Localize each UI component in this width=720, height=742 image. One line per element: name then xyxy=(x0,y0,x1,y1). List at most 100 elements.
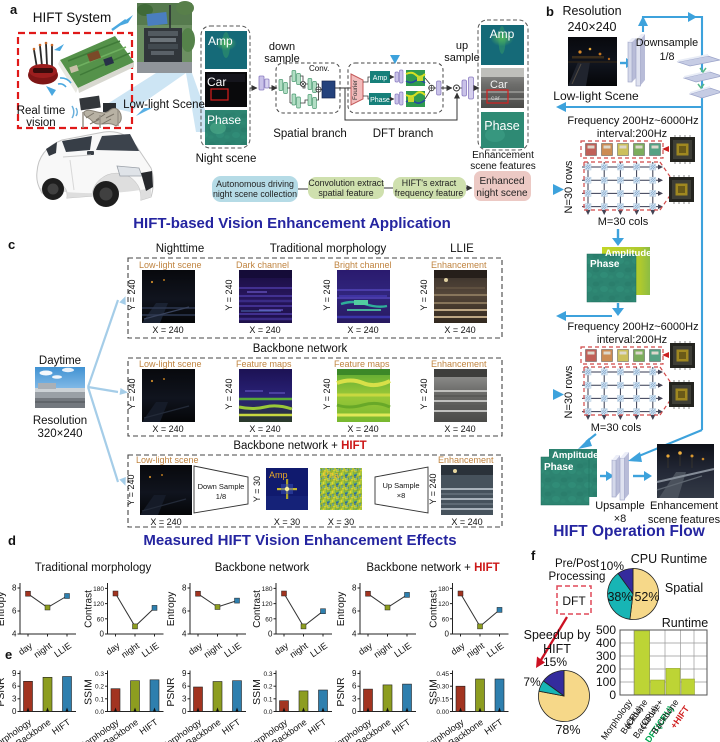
svg-text:120: 120 xyxy=(438,601,449,608)
svg-text:3: 3 xyxy=(352,694,357,703)
svg-text:Pha: Pha xyxy=(323,470,339,480)
svg-text:f: f xyxy=(531,548,536,563)
svg-text:Y = 240: Y = 240 xyxy=(127,279,137,310)
svg-text:SSIM: SSIM xyxy=(428,679,440,705)
svg-text:240×240: 240×240 xyxy=(567,20,616,34)
svg-text:0: 0 xyxy=(12,707,17,716)
svg-text:Y = 30: Y = 30 xyxy=(252,476,262,502)
svg-text:6: 6 xyxy=(182,607,187,616)
svg-text:0.3: 0.3 xyxy=(263,671,272,678)
svg-text:Measured HIFT Vision Enhanceme: Measured HIFT Vision Enhancement Effects xyxy=(143,532,456,549)
svg-text:×8: ×8 xyxy=(397,491,406,500)
svg-text:interval:200Hz: interval:200Hz xyxy=(597,128,667,140)
svg-text:a: a xyxy=(10,2,18,17)
svg-text:Resolution: Resolution xyxy=(33,415,87,427)
svg-text:d: d xyxy=(8,533,16,548)
svg-text:0: 0 xyxy=(445,630,450,639)
svg-text:Y = 240: Y = 240 xyxy=(127,378,137,409)
svg-text:200: 200 xyxy=(596,662,616,676)
svg-text:Y = 240: Y = 240 xyxy=(322,279,332,310)
svg-text:Nighttime: Nighttime xyxy=(156,243,205,255)
svg-text:6: 6 xyxy=(182,682,187,691)
svg-text:Enhancement: Enhancement xyxy=(438,455,494,465)
svg-text:Runtime: Runtime xyxy=(662,616,709,630)
svg-text:Backbone network + HIFT: Backbone network + HIFT xyxy=(233,440,366,452)
svg-text:×8: ×8 xyxy=(614,513,627,525)
svg-text:6: 6 xyxy=(12,682,17,691)
svg-text:night scene: night scene xyxy=(476,188,528,199)
svg-text:X = 240: X = 240 xyxy=(347,424,378,434)
svg-text:HIFT: HIFT xyxy=(543,642,571,656)
svg-text:180: 180 xyxy=(438,586,449,593)
svg-text:Enhancement: Enhancement xyxy=(431,359,487,369)
svg-text:Entropy: Entropy xyxy=(336,592,347,626)
svg-text:day: day xyxy=(187,640,205,657)
svg-text:HIFT: HIFT xyxy=(138,717,161,737)
svg-text:Backbone network + HIFT: Backbone network + HIFT xyxy=(366,562,499,574)
svg-text:8: 8 xyxy=(182,584,187,593)
svg-text:Y = 240: Y = 240 xyxy=(428,473,438,504)
svg-text:0.3: 0.3 xyxy=(95,671,104,678)
svg-text:spatial feature: spatial feature xyxy=(318,188,373,198)
svg-text:180: 180 xyxy=(93,586,104,593)
svg-text:10%: 10% xyxy=(600,559,624,573)
svg-text:LLIE: LLIE xyxy=(392,640,413,659)
svg-text:0.15: 0.15 xyxy=(436,696,449,703)
svg-text:Spatial: Spatial xyxy=(665,581,703,595)
svg-text:Night scene: Night scene xyxy=(196,153,257,165)
svg-text:120: 120 xyxy=(93,601,104,608)
svg-text:3: 3 xyxy=(12,694,17,703)
svg-text:Enhanced: Enhanced xyxy=(479,176,524,187)
svg-text:Spatial branch: Spatial branch xyxy=(273,128,347,140)
svg-text:Upsample: Upsample xyxy=(595,500,645,512)
svg-text:c: c xyxy=(8,237,15,252)
svg-text:night: night xyxy=(202,640,224,660)
svg-text:X = 240: X = 240 xyxy=(249,325,280,335)
svg-text:sample: sample xyxy=(264,53,299,65)
svg-text:M=30 cols: M=30 cols xyxy=(591,422,642,434)
svg-text:Low-light Scene: Low-light Scene xyxy=(123,99,205,111)
svg-text:HIFT: HIFT xyxy=(390,717,413,737)
svg-text:Phase: Phase xyxy=(544,462,574,473)
svg-text:PSNR: PSNR xyxy=(0,677,7,707)
svg-text:HIFT: HIFT xyxy=(220,717,243,737)
svg-text:interval:200Hz: interval:200Hz xyxy=(597,334,667,346)
svg-text:Dark channel: Dark channel xyxy=(236,260,289,270)
svg-text:day: day xyxy=(449,640,467,657)
svg-text:0.2: 0.2 xyxy=(95,684,104,691)
svg-text:Y = 240: Y = 240 xyxy=(322,378,332,409)
svg-text:4: 4 xyxy=(12,630,17,639)
svg-text:PSNR: PSNR xyxy=(335,677,347,707)
svg-text:0: 0 xyxy=(352,707,357,716)
svg-text:Y = 240: Y = 240 xyxy=(224,279,234,310)
svg-text:15%: 15% xyxy=(543,655,567,669)
svg-text:Amp: Amp xyxy=(490,27,515,41)
svg-text:night scene collection: night scene collection xyxy=(213,189,297,199)
svg-text:night: night xyxy=(288,640,310,660)
svg-text:100: 100 xyxy=(596,675,616,689)
svg-text:Y = 240: Y = 240 xyxy=(419,378,429,409)
svg-text:HIFT: HIFT xyxy=(306,717,329,737)
svg-text:day: day xyxy=(17,640,35,657)
svg-text:78%: 78% xyxy=(555,723,580,737)
svg-text:8: 8 xyxy=(12,584,17,593)
svg-text:night: night xyxy=(372,640,394,660)
svg-text:1/8: 1/8 xyxy=(216,492,226,501)
svg-text:0.00: 0.00 xyxy=(436,709,449,716)
svg-text:vision: vision xyxy=(26,117,55,129)
svg-text:Low-light Scene: Low-light Scene xyxy=(553,89,639,103)
svg-text:Up Sample: Up Sample xyxy=(382,481,419,490)
svg-text:52%: 52% xyxy=(634,590,659,604)
svg-text:Fourier: Fourier xyxy=(352,80,359,100)
svg-text:LLIE: LLIE xyxy=(485,640,506,659)
svg-text:0.2: 0.2 xyxy=(263,684,272,691)
svg-text:X = 240: X = 240 xyxy=(347,325,378,335)
svg-text:Feature maps: Feature maps xyxy=(236,359,292,369)
svg-text:9: 9 xyxy=(182,669,187,678)
svg-text:0.0: 0.0 xyxy=(95,709,104,716)
svg-text:LLIE: LLIE xyxy=(140,640,161,659)
svg-text:Down Sample: Down Sample xyxy=(198,482,245,491)
svg-text:Amplitude: Amplitude xyxy=(552,450,598,461)
svg-text:4: 4 xyxy=(182,630,187,639)
svg-text:Backbone network: Backbone network xyxy=(253,343,348,355)
